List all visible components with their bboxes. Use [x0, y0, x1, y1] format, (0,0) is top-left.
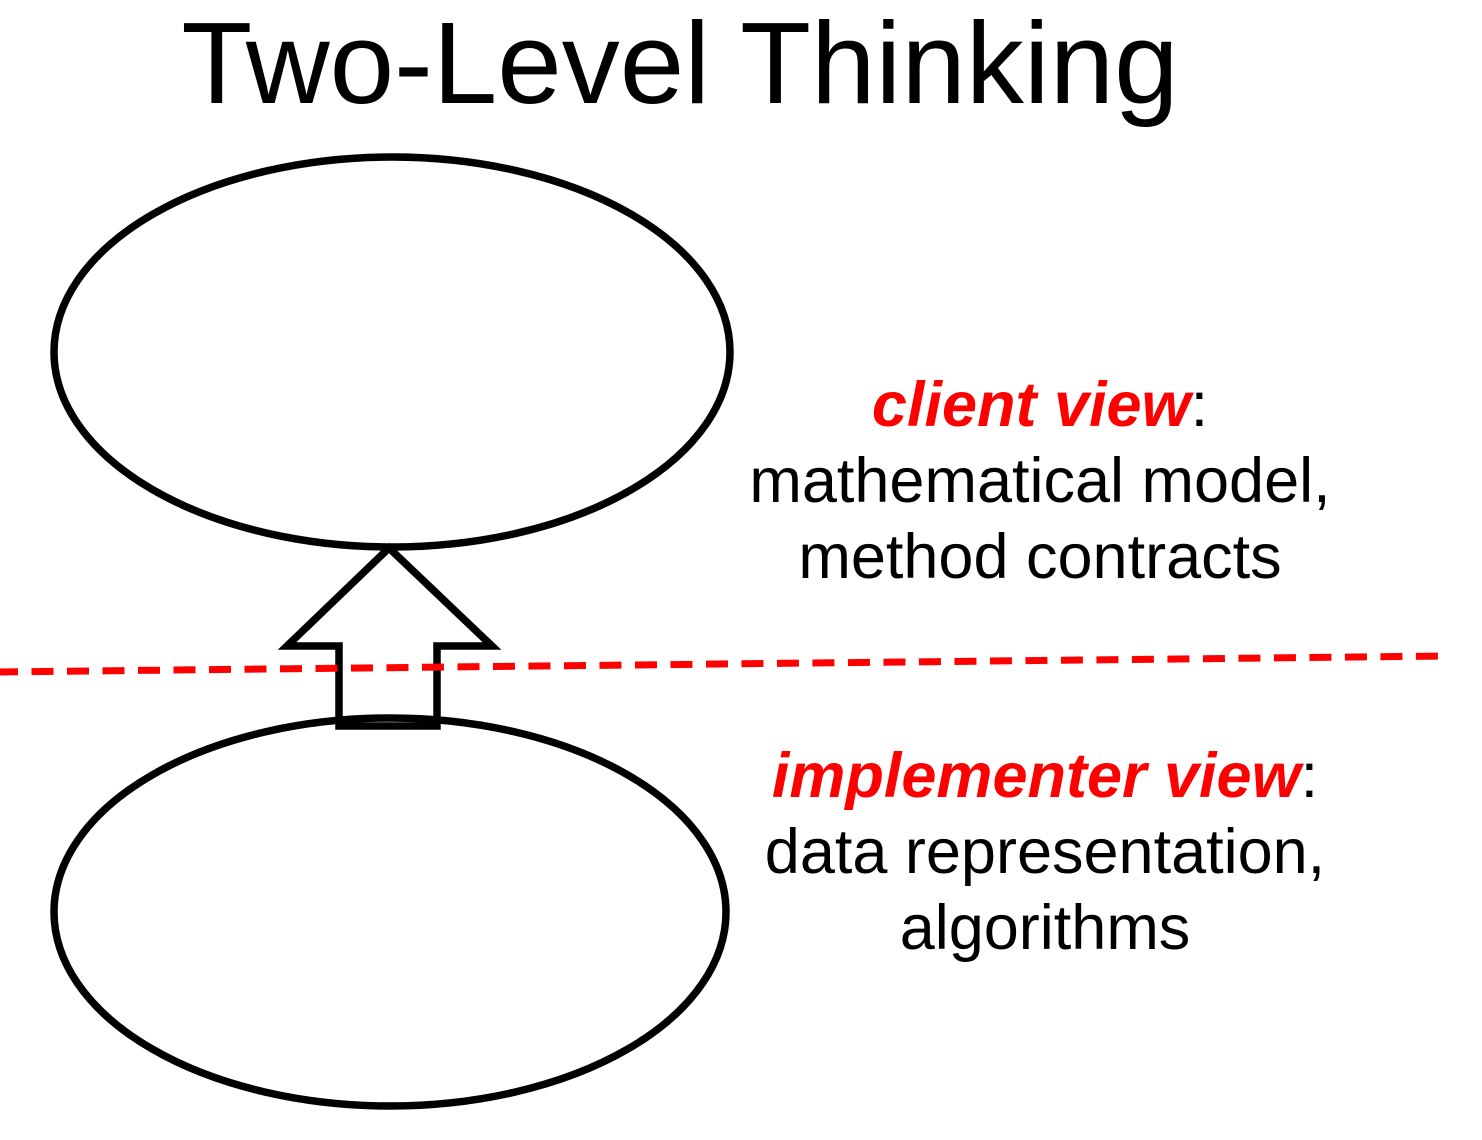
- abstraction-barrier-dashed-line: [0, 652, 1449, 676]
- client-view-heading: client view: [871, 370, 1191, 440]
- implementer-view-heading-colon: :: [1300, 741, 1319, 811]
- implementer-view-line2: algorithms: [899, 893, 1191, 963]
- implementer-view-heading-line: implementer view:: [695, 738, 1395, 814]
- client-view-line1: mathematical model,: [749, 446, 1331, 516]
- up-block-arrow-icon: [277, 542, 502, 730]
- slide-title: Two-Level Thinking: [181, 0, 1179, 128]
- implementer-view-ellipse: [50, 714, 730, 1110]
- client-view-caption: client view: mathematical model, method …: [690, 367, 1390, 595]
- implementer-view-line1: data representation,: [764, 817, 1326, 887]
- client-view-ellipse: [50, 153, 734, 551]
- implementer-view-heading: implementer view: [771, 741, 1301, 811]
- client-view-heading-line: client view:: [690, 367, 1390, 443]
- implementer-view-caption: implementer view: data representation, a…: [695, 738, 1395, 966]
- client-view-line2: method contracts: [798, 522, 1282, 592]
- client-view-heading-colon: :: [1190, 370, 1209, 440]
